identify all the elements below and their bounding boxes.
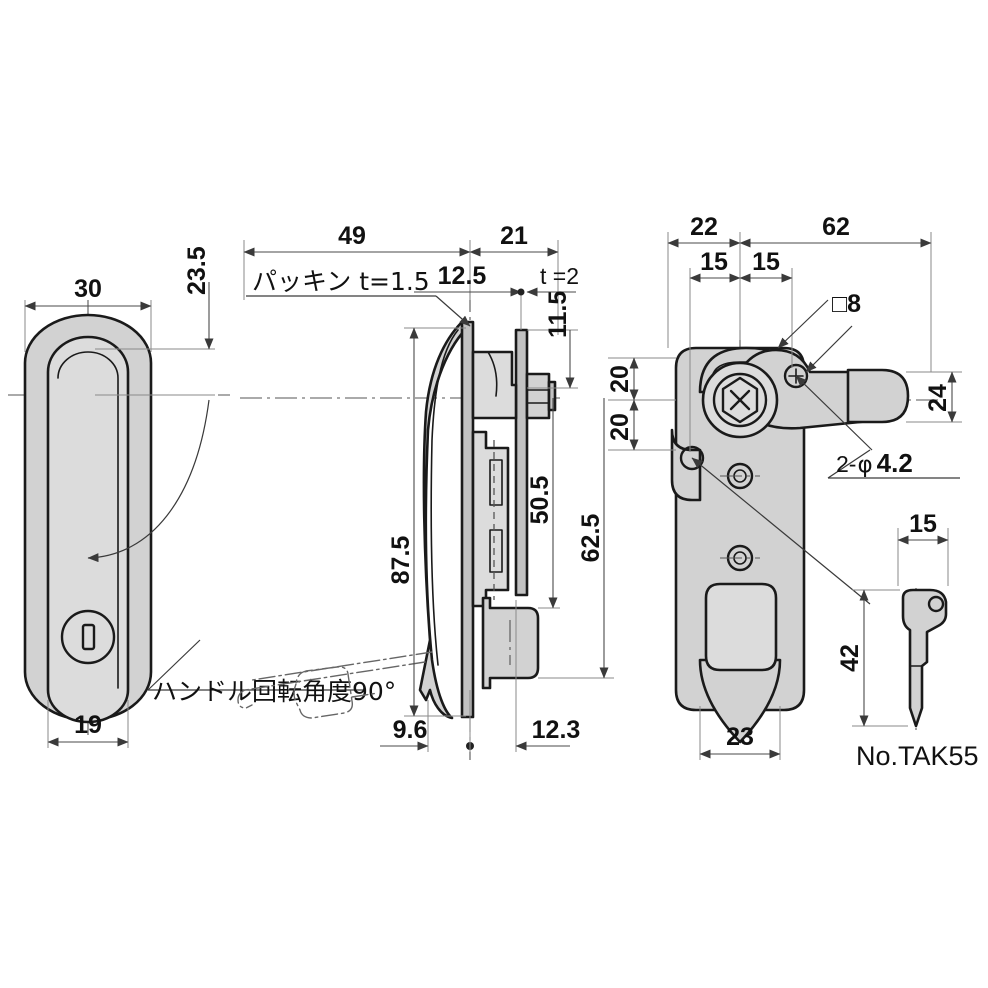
holes-leader-1 — [691, 457, 871, 605]
front-keyhole-slot — [81, 623, 96, 651]
front-lock-cylinder — [60, 609, 116, 665]
front-view: 30 19 23.5 ハンドル回転角度90° — [8, 246, 396, 748]
front-lever-edge — [57, 351, 119, 689]
dim-23-label: 23 — [726, 723, 754, 751]
dim-21-label: 21 — [500, 222, 528, 250]
key-body — [901, 588, 948, 728]
dim-87_5-label: 87.5 — [387, 536, 415, 585]
side-cam-block — [481, 596, 540, 690]
dim-22-label: 22 — [690, 213, 718, 241]
key-ring-hole — [927, 595, 945, 613]
side-housing-detail-1 — [489, 459, 503, 506]
dim-15b-label: 15 — [752, 248, 780, 276]
dim-20b-label: 20 — [606, 413, 634, 441]
dim-23_5-label: 23.5 — [183, 246, 211, 295]
side-upper-body-block — [471, 350, 518, 420]
sq8-leader-2 — [805, 325, 853, 373]
rear-mounting-hole-left — [679, 445, 705, 471]
side-dim125-dot — [517, 288, 525, 296]
side-washer — [547, 380, 557, 412]
side-upper-body-curve — [487, 351, 498, 397]
dim-11_5-label: 11.5 — [544, 291, 572, 338]
dim-9_6-label: 9.6 — [393, 716, 428, 744]
dim-62_5-label: 62.5 — [577, 514, 605, 563]
dim-42-label: 42 — [836, 644, 864, 672]
dim-15a-label: 15 — [700, 248, 728, 276]
dim-49-label: 49 — [338, 222, 366, 250]
rear-center-screw-ring — [712, 372, 768, 428]
dim-24-label: 24 — [924, 384, 952, 412]
holes-note-kink — [827, 449, 871, 479]
dim-19-label: 19 — [74, 711, 102, 739]
front-rotation-arc — [87, 399, 210, 563]
rear-left-boss — [670, 428, 702, 502]
side-section-view: 49 21 12.5 t =2 11.5 パッキン t=1.5 87.5 50.… — [237, 222, 614, 760]
handle-rotation-note: ハンドル回転角度90° — [152, 677, 396, 706]
dim-30-label: 30 — [74, 275, 102, 303]
side-phantom-extend — [351, 692, 379, 698]
side-hex-nut — [525, 372, 551, 420]
holes-leader-2 — [795, 375, 873, 451]
dim-t2-label: t =2 — [540, 263, 579, 289]
front-handle-lever — [46, 335, 130, 724]
dim-62-label: 62 — [822, 213, 850, 241]
side-mounting-panel — [514, 328, 529, 597]
side-handle-seam — [430, 329, 459, 666]
dim-50_5-label: 50.5 — [526, 476, 554, 525]
sq8-leader-1 — [777, 299, 829, 349]
dim-key-15-label: 15 — [909, 510, 937, 538]
rear-base-tail — [698, 658, 782, 744]
dim-12_5-label: 12.5 — [438, 262, 487, 290]
side-handle-profile — [418, 320, 472, 720]
side-phantom-handle-tip — [237, 689, 253, 709]
rotation-note-leader — [147, 639, 201, 691]
side-housing-detail-2 — [489, 529, 503, 573]
side-phantom-lock-body — [293, 666, 354, 719]
dim-12_3-label: 12.3 — [532, 716, 581, 744]
rear-cam-end — [846, 368, 910, 424]
side-lock-housing — [471, 430, 510, 608]
gasket-note-leader — [435, 295, 471, 327]
gasket-note: パッキン t=1.5 — [252, 267, 430, 296]
square-drive-note: □8 — [832, 290, 861, 318]
rear-lower-pad — [704, 582, 778, 672]
rear-center-hex-socket — [721, 376, 759, 424]
rear-screw-cross-2 — [729, 389, 751, 411]
side-phantom-handle-outline — [244, 651, 433, 691]
side-escutcheon-flange — [460, 320, 475, 719]
rear-pivot-hole — [783, 363, 809, 389]
part-number-label: No.TAK55 — [856, 741, 979, 771]
key-view: 15 42 No.TAK55 — [836, 510, 979, 771]
dim-20a-label: 20 — [606, 365, 634, 393]
